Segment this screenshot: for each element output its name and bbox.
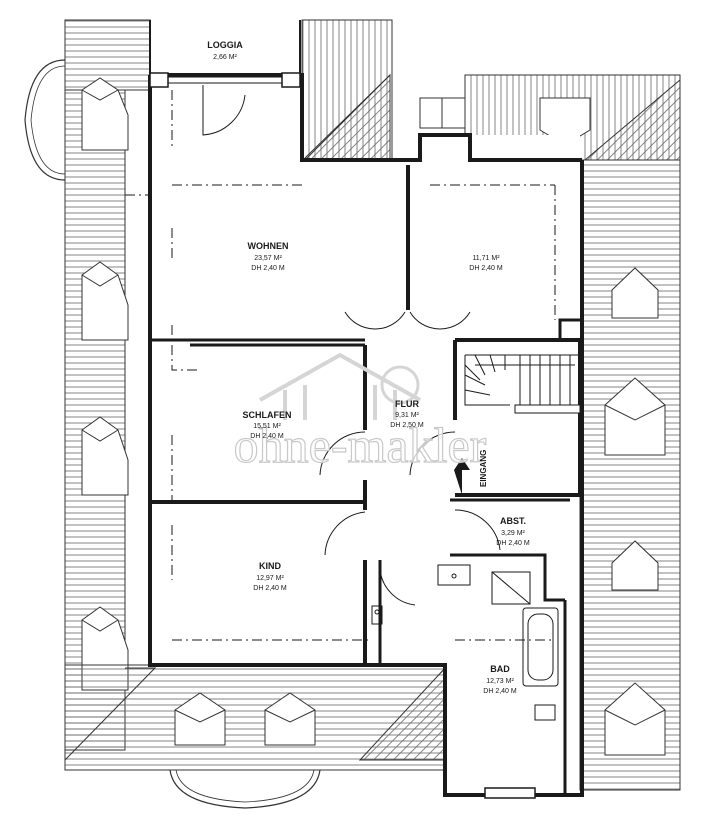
staircase bbox=[454, 354, 581, 495]
room-bad-name: BAD bbox=[490, 664, 510, 674]
doors bbox=[202, 85, 501, 606]
bay-window-bottom bbox=[169, 769, 321, 809]
room-abst-height: DH 2,40 M bbox=[496, 540, 530, 547]
room-kind-name: KIND bbox=[259, 561, 281, 571]
room-kind-area: 12,97 M² bbox=[256, 575, 284, 582]
room-abst-area: 3,29 M² bbox=[501, 530, 525, 537]
watermark-text: ohne-makler bbox=[234, 417, 487, 473]
room-schlafen-area: 15,51 M² bbox=[253, 423, 281, 430]
bathtub bbox=[522, 607, 559, 687]
dormer-right-4 bbox=[604, 682, 666, 756]
room-flur-name: FLUR bbox=[395, 399, 419, 409]
entrance-arrow bbox=[454, 458, 470, 495]
roof-areas bbox=[24, 19, 681, 809]
toilet bbox=[534, 704, 556, 721]
room-loggia-name: LOGGIA bbox=[207, 40, 243, 50]
room-wohnen-name: WOHNEN bbox=[248, 241, 289, 251]
bay-window-left bbox=[24, 59, 66, 181]
room-kind-height: DH 2,40 M bbox=[253, 585, 287, 592]
door-flur-zimmer bbox=[409, 311, 471, 330]
entrance-label: EINGANG bbox=[479, 450, 488, 487]
door-schlafen bbox=[319, 431, 366, 476]
room-loggia-area: 2,66 M² bbox=[213, 54, 237, 61]
house-logo-icon bbox=[259, 352, 421, 420]
room-bad-height: DH 2,40 M bbox=[483, 688, 517, 695]
washbasin bbox=[437, 564, 471, 586]
door-kind bbox=[324, 511, 366, 556]
dormer-right-1 bbox=[611, 267, 659, 319]
room-wohnen-height: DH 2,40 M bbox=[251, 265, 285, 272]
door-flur-wohnen bbox=[344, 311, 406, 330]
room-schlafen-name: SCHLAFEN bbox=[243, 410, 292, 420]
room-schlafen-height: DH 2,40 M bbox=[250, 433, 284, 440]
roof-right-column bbox=[579, 159, 681, 791]
room-flur-height: DH 2,50 M bbox=[390, 422, 424, 429]
roof-left-top bbox=[64, 19, 151, 91]
door-bad bbox=[379, 569, 416, 606]
roof-slope-lines bbox=[125, 90, 556, 641]
profile-icon bbox=[380, 365, 420, 405]
room-wohnen-area: 23,57 M² bbox=[254, 255, 282, 262]
bathroom-fixtures bbox=[371, 564, 559, 721]
door-entrance bbox=[409, 431, 456, 476]
door-abst bbox=[454, 509, 501, 551]
dormer-bottom-2 bbox=[264, 692, 316, 746]
watermark: ohne-makler bbox=[233, 352, 487, 474]
door-wohnen bbox=[202, 85, 246, 136]
room-zimmer-height: DH 2,40 M bbox=[469, 265, 503, 272]
room-flur-area: 9,31 M² bbox=[395, 412, 419, 419]
dormer-right-3 bbox=[611, 540, 659, 591]
room-bad-area: 12,73 M² bbox=[486, 678, 514, 685]
room-floors bbox=[150, 20, 580, 790]
shower bbox=[491, 571, 531, 605]
room-labels: LOGGIA 2,66 M² WOHNEN 23,57 M² DH 2,40 M… bbox=[207, 40, 530, 695]
walls bbox=[148, 20, 584, 799]
room-abst-name: ABST. bbox=[500, 516, 526, 526]
dormer-bottom-1 bbox=[174, 692, 226, 746]
dormer-right-2 bbox=[604, 377, 666, 456]
room-zimmer-area: 11,71 M² bbox=[472, 255, 500, 262]
